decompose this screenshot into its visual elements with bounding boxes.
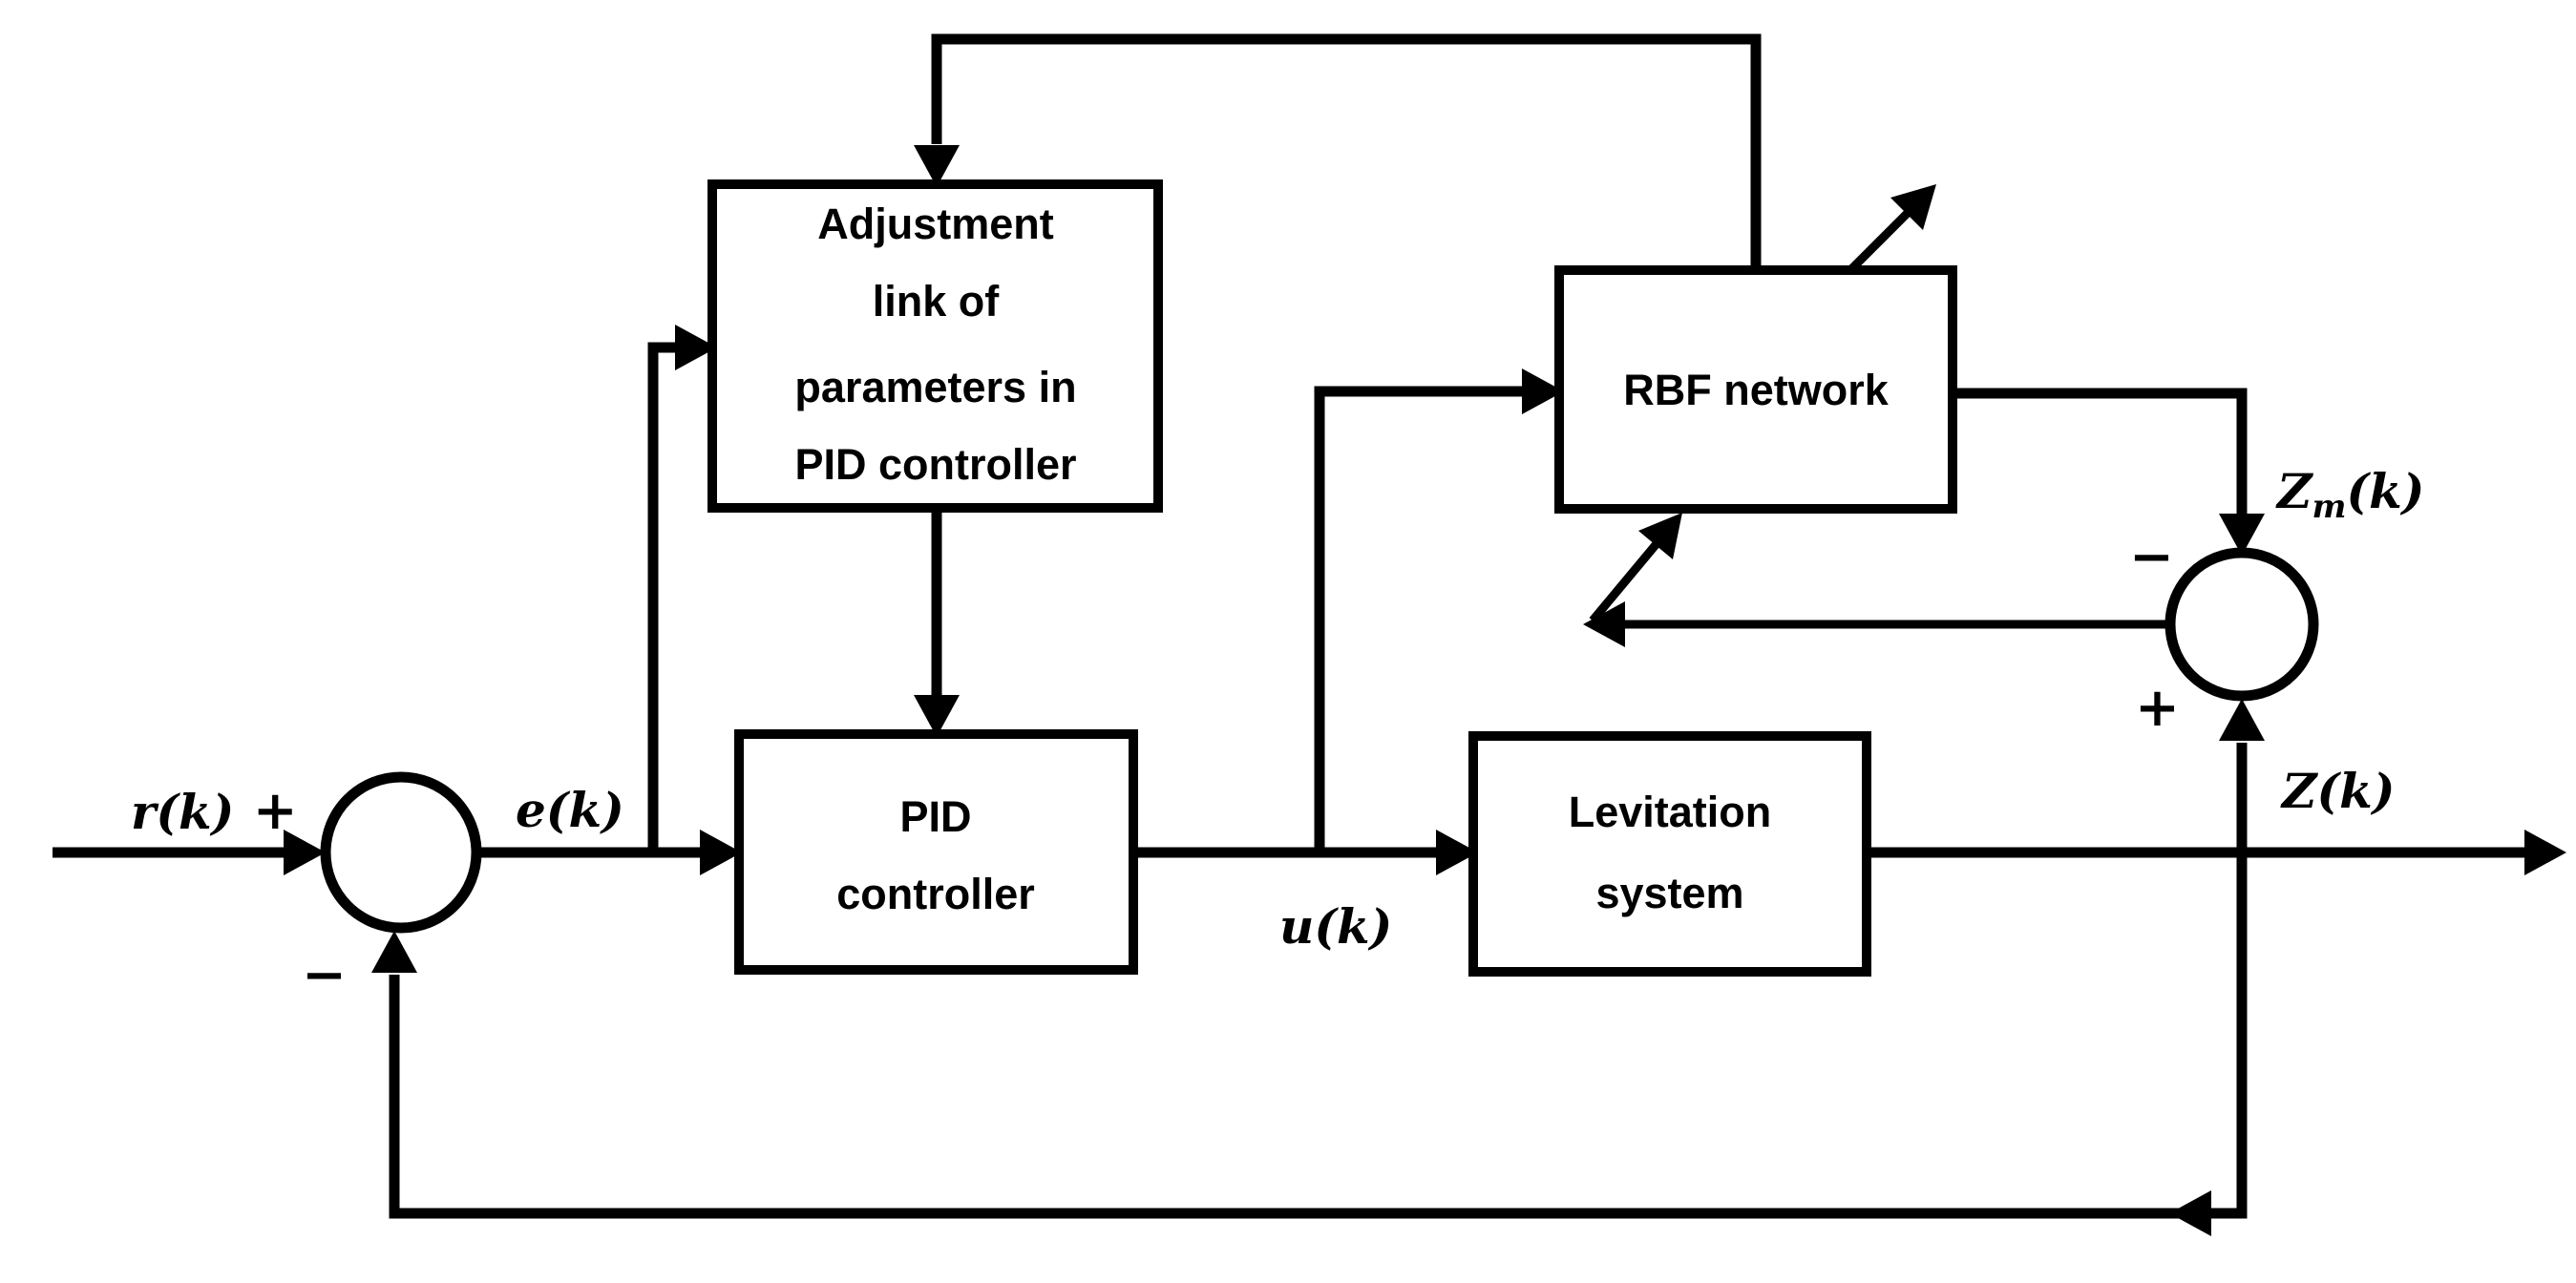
pid-box: PID controller <box>734 729 1138 975</box>
arrowhead-into-right-junction-top <box>2219 514 2265 556</box>
error-branch-to-adjustment <box>647 342 677 852</box>
levitation-box-label-line1: Levitation <box>1569 788 1772 836</box>
rbf-box: RBF network <box>1554 265 1957 514</box>
adjustment-box-label-line2: link of <box>873 277 1001 326</box>
adaptation-arrow-line <box>1842 207 1913 279</box>
right-summing-junction <box>2164 547 2319 702</box>
adjustment-box-label-line1: Adjustment <box>817 200 1054 248</box>
rbf-to-adjustment-top-line <box>931 33 1762 277</box>
adjustment-box: Adjustment link of parameters in PID con… <box>707 179 1163 513</box>
error-label: e(k) <box>516 782 624 838</box>
rbf-output-line <box>1953 388 2248 515</box>
levitation-box: Levitation system <box>1468 731 1871 977</box>
arrowhead-into-adjustment-top <box>914 145 960 187</box>
minus-sign-left-junction: − <box>302 943 347 1006</box>
arrowhead-into-levitation <box>1436 830 1478 875</box>
pid-box-label-line1: PID <box>899 792 971 841</box>
arrowhead-output-right <box>2524 830 2566 875</box>
plus-sign-right-junction: + <box>2135 676 2180 739</box>
model-output-label: Zm(k) <box>2275 463 2424 526</box>
arrowhead-learning-into-rbf <box>1638 513 1682 559</box>
rbf-box-rect <box>1554 265 1957 514</box>
control-label: u(k) <box>1279 898 1392 955</box>
arrowhead-into-left-junction <box>284 830 326 875</box>
arrowhead-into-left-junction-bottom <box>371 931 417 973</box>
arrowhead-adaptation-out-of-rbf <box>1890 184 1936 230</box>
arrowhead-into-pid-top <box>914 695 960 737</box>
plant-output-label: Z(k) <box>2280 763 2395 819</box>
connectors <box>53 33 2566 1236</box>
levitation-box-label-line2: system <box>1595 869 1743 917</box>
bottom-feedback-line <box>389 848 2248 1219</box>
arrowhead-into-rbf-left <box>1522 368 1564 414</box>
adjustment-box-label-line4: PID controller <box>794 440 1076 489</box>
arrowhead-feedback-left <box>2169 1190 2211 1236</box>
reference-label: r(k) + <box>131 779 298 842</box>
arrowhead-into-adjustment-left <box>675 325 717 370</box>
learning-arrow-line <box>1589 537 1663 623</box>
arrowhead-into-right-junction-bottom <box>2219 699 2265 741</box>
rbf-box-label: RBF network <box>1623 366 1889 414</box>
adjustment-box-rect <box>707 179 1163 513</box>
pid-box-rect <box>734 729 1138 975</box>
left-summing-junction <box>320 771 482 934</box>
arrowhead-model-error-left <box>1583 601 1625 647</box>
minus-sign-right-junction: − <box>2129 525 2174 588</box>
pid-box-label-line2: controller <box>836 870 1035 918</box>
control-branch-to-rbf <box>1314 386 1524 852</box>
arrowhead-into-pid <box>700 830 742 875</box>
adjustment-box-label-line3: parameters in <box>794 363 1076 411</box>
levitation-box-rect <box>1468 731 1871 977</box>
